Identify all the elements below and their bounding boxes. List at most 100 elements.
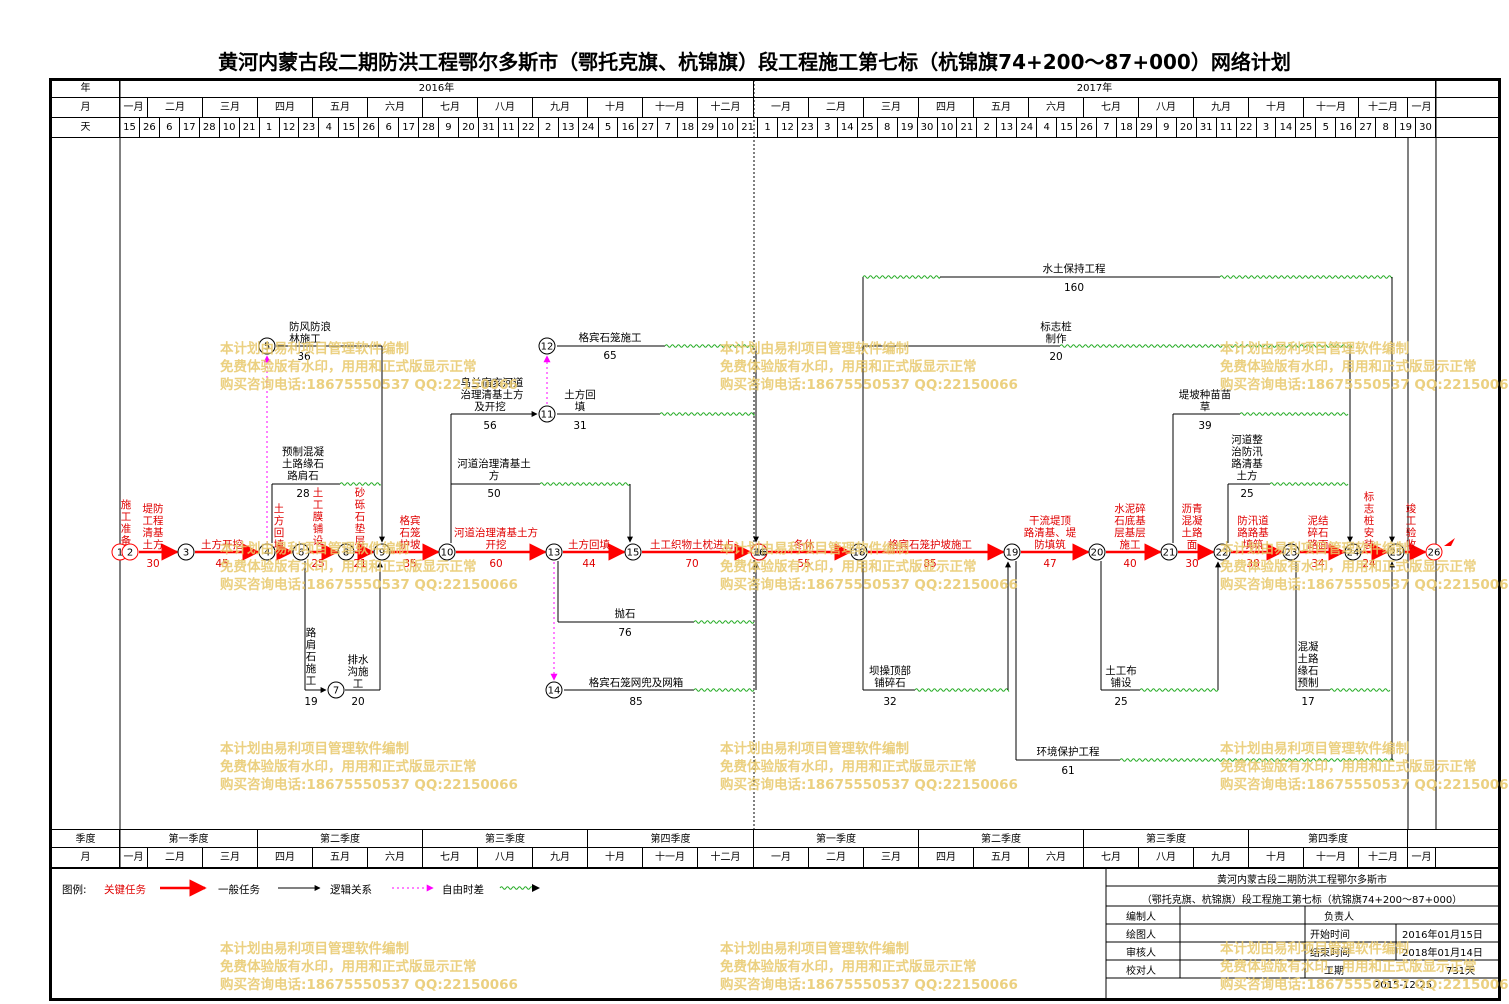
month-footer: 二月	[809, 848, 864, 868]
task-label: 防风防浪	[289, 320, 331, 333]
month-footer: 七月	[423, 848, 478, 868]
day-header: 7	[1097, 118, 1117, 138]
task-label: 土方	[143, 538, 164, 551]
task-duration: 30	[146, 558, 159, 570]
quarter-footer: 第四季度	[1249, 829, 1408, 848]
node-number: 9	[379, 548, 385, 559]
task-label: 工	[121, 511, 132, 523]
legend-free-float-symbol	[499, 886, 535, 890]
task-label: 方	[489, 469, 500, 482]
network-node	[1282, 543, 1300, 561]
day-header: 10	[718, 118, 739, 138]
task-label: 路清基	[1231, 457, 1263, 470]
month-header: 三月	[864, 98, 919, 118]
node-number: 25	[1390, 548, 1403, 559]
month-footer: 一月	[754, 848, 809, 868]
task-label: 竣	[1406, 502, 1417, 515]
day-header: 1	[259, 118, 280, 138]
network-node	[1213, 543, 1231, 561]
month-footer: 十月	[588, 848, 643, 868]
task-label: 工	[1406, 515, 1417, 527]
day-header: 23	[299, 118, 320, 138]
free-float-wave	[539, 482, 631, 486]
watermark: 本计划由易利项目管理软件编制免费体验版有水印，用用和正式版显示正常购买咨询电话:…	[220, 941, 518, 993]
free-float-wave	[664, 344, 755, 348]
task-label: 安	[1364, 526, 1375, 539]
day-header: 15	[120, 118, 140, 138]
task-label: 水泥碎	[1114, 502, 1146, 515]
month-footer: 九月	[1194, 848, 1249, 868]
day-header: 16	[618, 118, 639, 138]
task-duration: 36	[297, 351, 311, 363]
task-label: 治防汛	[1231, 445, 1263, 458]
task-label: 铺	[313, 522, 324, 535]
task-label: 格宾石笼施工	[579, 331, 642, 344]
plan-date: 2015-12-25	[1374, 980, 1433, 991]
day-header: 17	[399, 118, 420, 138]
task-duration: 35	[403, 558, 416, 570]
month-header: 八月	[1139, 98, 1194, 118]
drafter-label: 绘图人	[1126, 930, 1156, 941]
task-label: 备	[121, 534, 132, 547]
task-label: 制作	[1046, 332, 1068, 345]
node-number: 21	[1163, 548, 1176, 559]
task-label: 土路	[1182, 526, 1204, 539]
month-header: 六月	[1029, 98, 1084, 118]
task-label: 土路缘石	[282, 457, 324, 470]
task-label: 土	[313, 486, 324, 499]
month-blank	[1436, 98, 1498, 118]
start-value: 2016年01月15日	[1402, 930, 1483, 941]
node-number: 11	[541, 410, 554, 421]
day-header: 14	[837, 118, 858, 138]
task-duration: 70	[685, 558, 698, 570]
task-label: 水土保持工程	[1043, 262, 1106, 275]
month-header: 十二月	[1359, 98, 1408, 118]
node-number: 16	[755, 548, 768, 559]
compiler-label: 编制人	[1126, 912, 1156, 923]
node-number: 4	[264, 548, 270, 559]
month-footer: 十一月	[1304, 848, 1359, 868]
free-float-wave	[1219, 275, 1393, 279]
task-duration: 24	[1362, 558, 1376, 570]
task-duration: 44	[582, 558, 596, 570]
day-header: 28	[199, 118, 220, 138]
quarter-footer: 第三季度	[1084, 829, 1249, 848]
day-header: 31	[1196, 118, 1217, 138]
watermark: 本计划由易利项目管理软件编制免费体验版有水印，用用和正式版显示正常购买咨询电话:…	[220, 741, 518, 793]
node-number: 3	[183, 548, 189, 559]
task-label: 土路	[1298, 652, 1320, 665]
task-label: 装	[1364, 538, 1375, 551]
day-header: 6	[159, 118, 180, 138]
day-header: 1	[758, 118, 778, 138]
task-label: 沥青	[1182, 502, 1203, 515]
task-label: 石笼	[400, 526, 421, 539]
month-footer: 三月	[203, 848, 258, 868]
task-label: 防汛道	[1237, 514, 1269, 527]
month-header: 二月	[809, 98, 864, 118]
day-header: 8	[877, 118, 898, 138]
month-footer: 十二月	[698, 848, 754, 868]
day-header: 18	[678, 118, 699, 138]
network-node	[292, 543, 310, 561]
month-footer: 十一月	[643, 848, 698, 868]
month-header: 三月	[203, 98, 258, 118]
watermark: 本计划由易利项目管理软件编制免费体验版有水印，用用和正式版显示正常购买咨询电话:…	[1220, 341, 1509, 393]
title-block-line2: （鄂托克旗、杭锦旗）段工程施工第七标（杭锦旗74+200～87+000）	[1141, 895, 1463, 906]
network-node	[1387, 543, 1405, 561]
task-label: 土工布	[1105, 664, 1137, 677]
task-label: 标志桩	[1040, 320, 1072, 333]
task-duration: 30	[1185, 558, 1198, 570]
title-block: 黄河内蒙古段二期防洪工程鄂尔多斯市 （鄂托克旗、杭锦旗）段工程施工第七标（杭锦旗…	[1106, 868, 1498, 999]
day-header: 26	[139, 118, 160, 138]
task-duration: 34	[1311, 558, 1325, 570]
task-label: 林施工	[289, 332, 321, 345]
task-label: 膜	[313, 511, 324, 523]
task-label: 沟施	[348, 665, 369, 678]
node-number: 16	[753, 548, 766, 559]
day-header: 10	[219, 118, 240, 138]
day-header: 10	[937, 118, 958, 138]
month-header: 二月	[148, 98, 203, 118]
task-duration: 20	[351, 696, 364, 708]
task-label: 坝操顶部	[869, 664, 911, 677]
